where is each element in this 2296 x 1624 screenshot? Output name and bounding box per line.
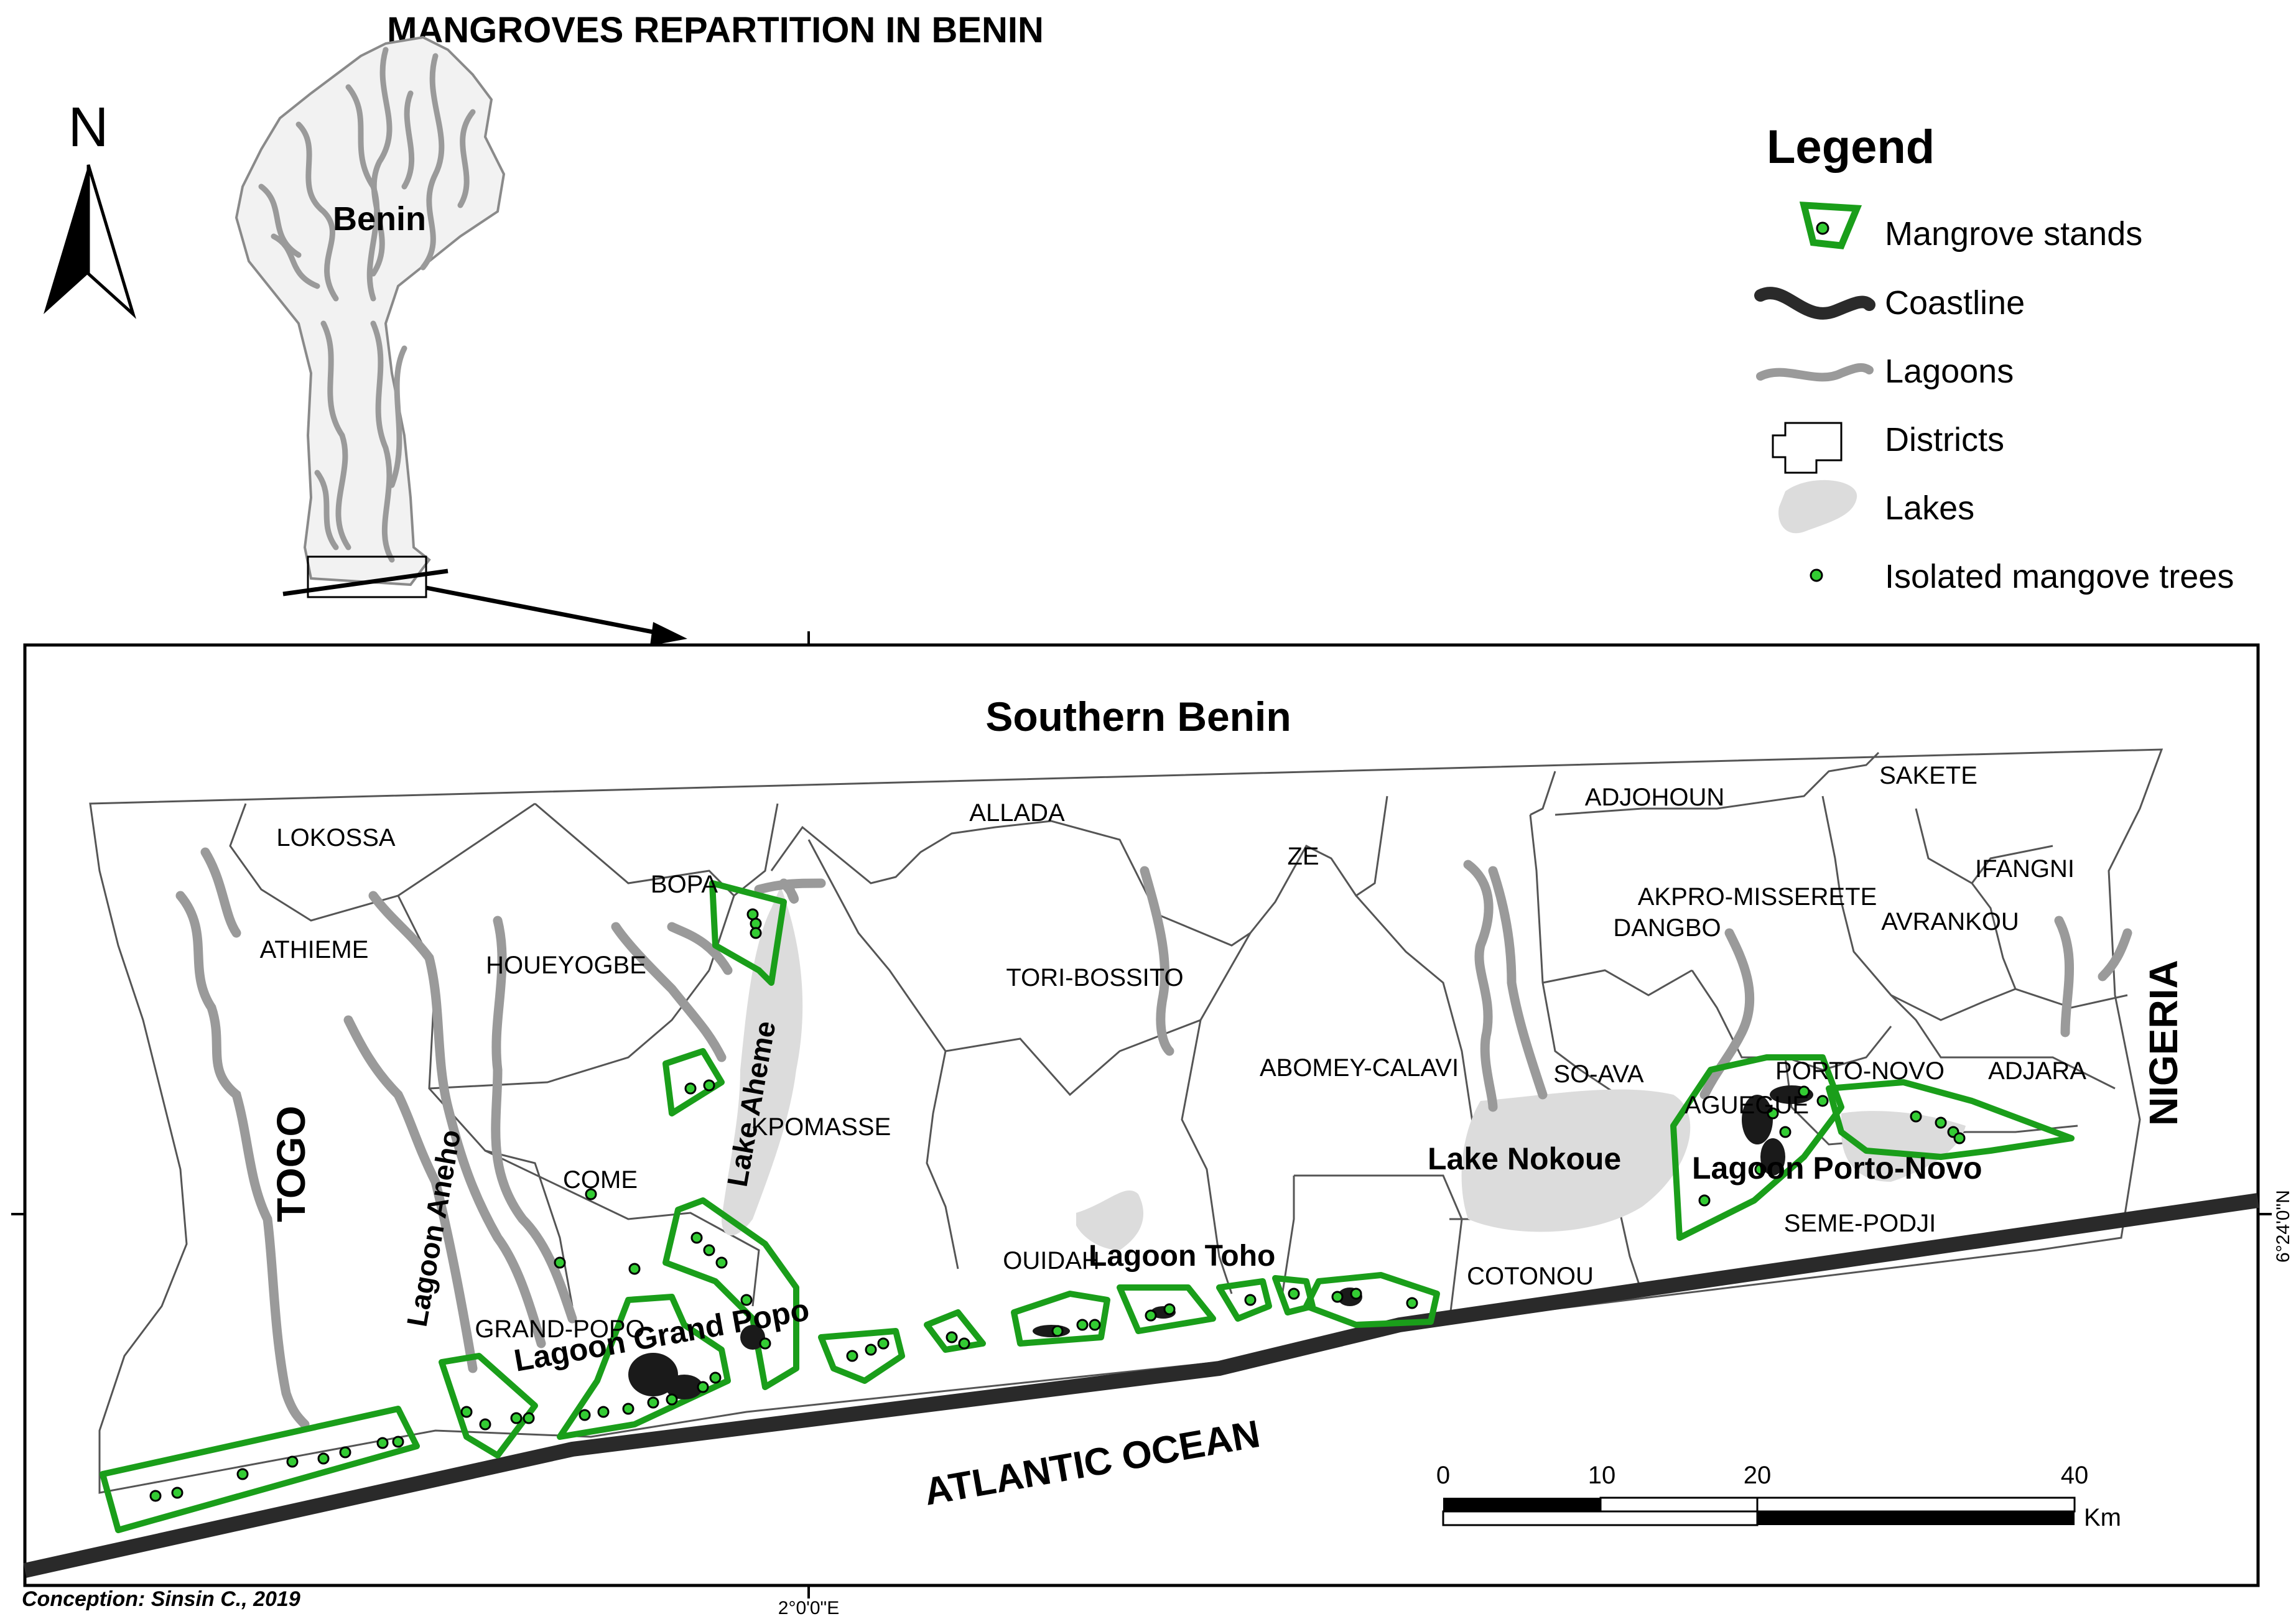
svg-text:Isolated mangove trees: Isolated mangove trees: [1885, 558, 2234, 595]
benin-outline: [235, 35, 506, 587]
north-arrow-icon: N: [44, 96, 136, 319]
svg-text:40: 40: [2061, 1462, 2089, 1489]
district-lokossa: LOKOSSA: [276, 824, 396, 851]
district-houeyogbe: HOUEYOGBE: [486, 952, 646, 979]
district-ze: ZE: [1287, 843, 1319, 870]
latitude-label: 6°24'0"N: [2273, 1190, 2294, 1263]
district-kpomasse: KPOMASSE: [751, 1113, 891, 1141]
label-lake-nokoue: Lake Nokoue: [1428, 1141, 1621, 1176]
svg-text:Benin: Benin: [333, 200, 426, 238]
label-nigeria: NIGERIA: [2141, 960, 2186, 1126]
district-avrankou: AVRANKOU: [1881, 908, 2019, 935]
svg-text:0: 0: [1436, 1462, 1450, 1489]
legend: Legend Mangrove stands Coastline Lagoons…: [1754, 121, 2234, 595]
district-dangbo: DANGBO: [1613, 914, 1721, 942]
district-ifangni: IFANGNI: [1975, 855, 2075, 883]
district-porto-novo: PORTO-NOVO: [1775, 1057, 1945, 1085]
isolated-mangrove-trees: [149, 908, 1966, 1502]
label-lagoon-porto-novo: Lagoon Porto-Novo: [1692, 1151, 1982, 1186]
legend-coastline-icon: [1754, 287, 1875, 320]
district-abomey-calavi: ABOMEY-CALAVI: [1260, 1054, 1459, 1082]
svg-text:Km: Km: [2084, 1504, 2121, 1531]
lake-aheme: [722, 886, 803, 1236]
svg-text:Mangrove stands: Mangrove stands: [1885, 215, 2142, 253]
label-lagoon-toho: Lagoon Toho: [1089, 1240, 1275, 1273]
lake-toho: [1076, 1190, 1144, 1250]
district-seme-podji: SEME-PODJI: [1784, 1210, 1936, 1237]
inset-pointer-arrow: [425, 585, 687, 646]
svg-text:Coastline: Coastline: [1885, 284, 2025, 322]
district-come: COME: [563, 1166, 638, 1194]
svg-text:20: 20: [1744, 1462, 1772, 1489]
legend-district-icon: [1772, 422, 1843, 474]
legend-lagoon-icon: [1756, 363, 1874, 382]
district-sakete: SAKETE: [1879, 762, 1978, 789]
lakes: [722, 886, 1966, 1250]
legend-lake-icon: [1778, 480, 1857, 534]
district-bopa: BOPA: [651, 871, 718, 898]
lagoons: [175, 847, 2132, 1429]
inset-map: Benin: [235, 35, 506, 598]
svg-text:10: 10: [1588, 1462, 1616, 1489]
district-athieme: ATHIEME: [260, 936, 369, 963]
district-allada: ALLADA: [969, 799, 1065, 827]
longitude-label: 2°0'0"E: [778, 1598, 839, 1618]
credit-text: Conception: Sinsin C., 2019: [22, 1587, 300, 1611]
scale-bar: 0 10 20 40 Km: [1436, 1462, 2121, 1531]
map-title: MANGROVES REPARTITION IN BENIN: [387, 10, 1044, 50]
legend-mangrove-stand-icon: [1799, 202, 1862, 249]
legend-isolated-tree-icon: [1810, 568, 1823, 582]
svg-text:Legend: Legend: [1767, 121, 1935, 174]
district-grand-popo: GRAND-POPO: [475, 1315, 644, 1343]
district-ouidah: OUIDAH: [1003, 1247, 1100, 1274]
label-togo: TOGO: [269, 1106, 314, 1222]
mangrove-stands: [100, 880, 2075, 1533]
svg-text:Lakes: Lakes: [1885, 490, 1974, 527]
district-labels: LOKOSSA ATHIEME HOUEYOGBE BOPA COME GRAN…: [260, 762, 2087, 1343]
svg-text:Lagoons: Lagoons: [1885, 353, 2014, 390]
district-tori-bossito: TORI-BOSSITO: [1006, 964, 1183, 991]
lake-nokoue: [1461, 1089, 1691, 1232]
district-adjohoun: ADJOHOUN: [1585, 784, 1724, 811]
district-aguegue: AGUEGUE: [1685, 1092, 1809, 1119]
svg-text:N: N: [68, 96, 109, 159]
district-akpro-misserete: AKPRO-MISSERETE: [1638, 883, 1877, 911]
district-so-ava: SO-AVA: [1553, 1060, 1644, 1088]
lake-porto-novo: [1841, 1111, 1966, 1182]
svg-text:Districts: Districts: [1885, 421, 2004, 458]
district-adjara: ADJARA: [1988, 1057, 2086, 1085]
district-cotonou: COTONOU: [1467, 1263, 1594, 1290]
district-boundaries: [229, 751, 2128, 1322]
coastline: [23, 1193, 2259, 1578]
main-map-title: Southern Benin: [985, 694, 1291, 740]
